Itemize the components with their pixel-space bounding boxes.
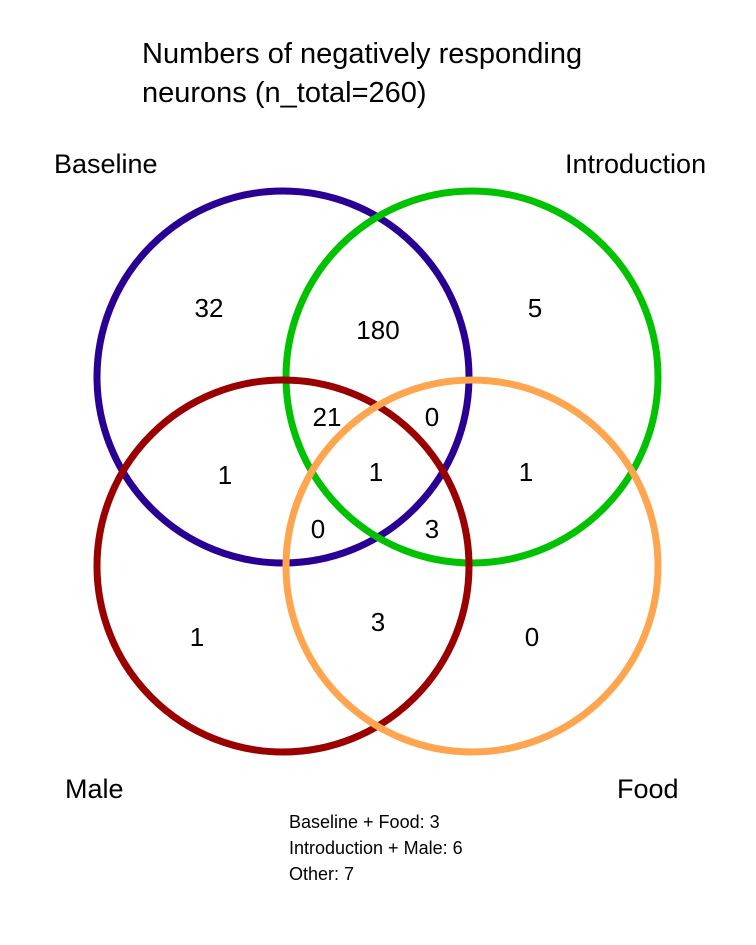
- circle-food: [282, 376, 662, 756]
- set-label-food: Food: [617, 774, 679, 804]
- note-other: Other: 7: [289, 864, 354, 884]
- region-count-baseline-male: 1: [218, 460, 232, 490]
- set-label-male: Male: [65, 774, 124, 804]
- region-count-baseline-introduction-food: 0: [425, 402, 439, 432]
- set-label-baseline: Baseline: [54, 149, 158, 179]
- region-count-baseline-introduction: 180: [356, 315, 399, 345]
- region-count-introduction-male-food: 3: [425, 514, 439, 544]
- region-count-introduction-food: 1: [519, 457, 533, 487]
- region-count-male-food: 3: [371, 607, 385, 637]
- region-count-introduction-only: 5: [528, 293, 542, 323]
- note-baseline-food: Baseline + Food: 3: [289, 812, 440, 832]
- set-label-introduction: Introduction: [565, 149, 706, 179]
- region-count-male-only: 1: [190, 622, 204, 652]
- region-count-food-only: 0: [525, 622, 539, 652]
- title-line-2: neurons (n_total=260): [142, 77, 427, 109]
- region-count-baseline-only: 32: [195, 293, 224, 323]
- region-count-baseline-male-food: 0: [311, 514, 325, 544]
- region-count-baseline-introduction-male: 21: [313, 402, 342, 432]
- title-line-1: Numbers of negatively responding: [142, 38, 582, 70]
- circle-male: [93, 376, 473, 756]
- region-count-all-four: 1: [369, 457, 383, 487]
- note-introduction-male: Introduction + Male: 6: [289, 838, 463, 858]
